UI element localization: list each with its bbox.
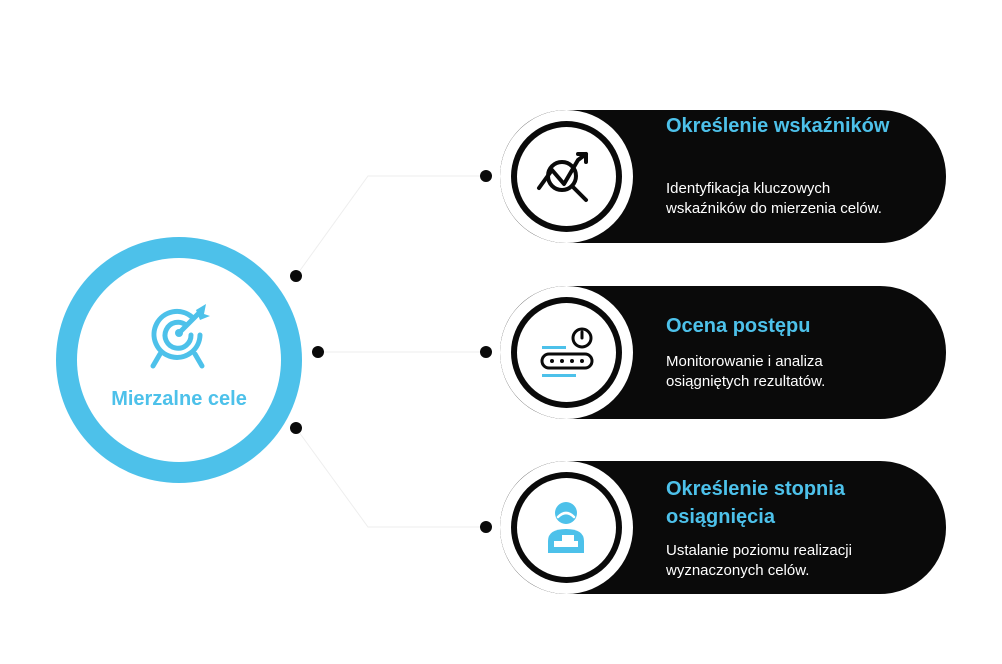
- card-title: Określenie stopnia osiągnięcia: [666, 478, 845, 528]
- card-1: Określenie wskaźników Identyfikacja kluc…: [500, 110, 946, 243]
- card-3: Określenie stopnia osiągnięcia Ustalanie…: [500, 461, 946, 594]
- icon-ring: [500, 110, 633, 243]
- card-title: Określenie wskaźników: [666, 115, 890, 137]
- connector-dot: [480, 521, 492, 533]
- card-2: Ocena postępu Monitorowanie i analiza os…: [500, 286, 946, 419]
- connector-dot: [290, 422, 302, 434]
- target-arrow-icon: [150, 304, 210, 369]
- connector-dot: [480, 170, 492, 182]
- chart-magnifier-icon: [537, 152, 588, 202]
- connector-dot: [312, 346, 324, 358]
- connector-bottom: [295, 427, 486, 528]
- hub-inner: Mierzalne cele: [77, 258, 281, 462]
- hub-circle: Mierzalne cele: [56, 237, 302, 483]
- connector-top: [295, 175, 486, 277]
- conveyor-gauge-icon: [540, 327, 594, 377]
- card-description: Monitorowanie i analiza osiągniętych rez…: [666, 353, 826, 390]
- worker-icon: [548, 502, 584, 553]
- icon-ring: [500, 461, 633, 594]
- connector-dot: [290, 270, 302, 282]
- hub-label: Mierzalne cele: [111, 388, 247, 410]
- connector-dot: [480, 346, 492, 358]
- card-description: Identyfikacja kluczowych wskaźników do m…: [666, 180, 882, 217]
- card-description: Ustalanie poziomu realizacji wyznaczonyc…: [666, 542, 852, 579]
- icon-ring: [500, 286, 633, 419]
- card-title: Ocena postępu: [666, 315, 811, 337]
